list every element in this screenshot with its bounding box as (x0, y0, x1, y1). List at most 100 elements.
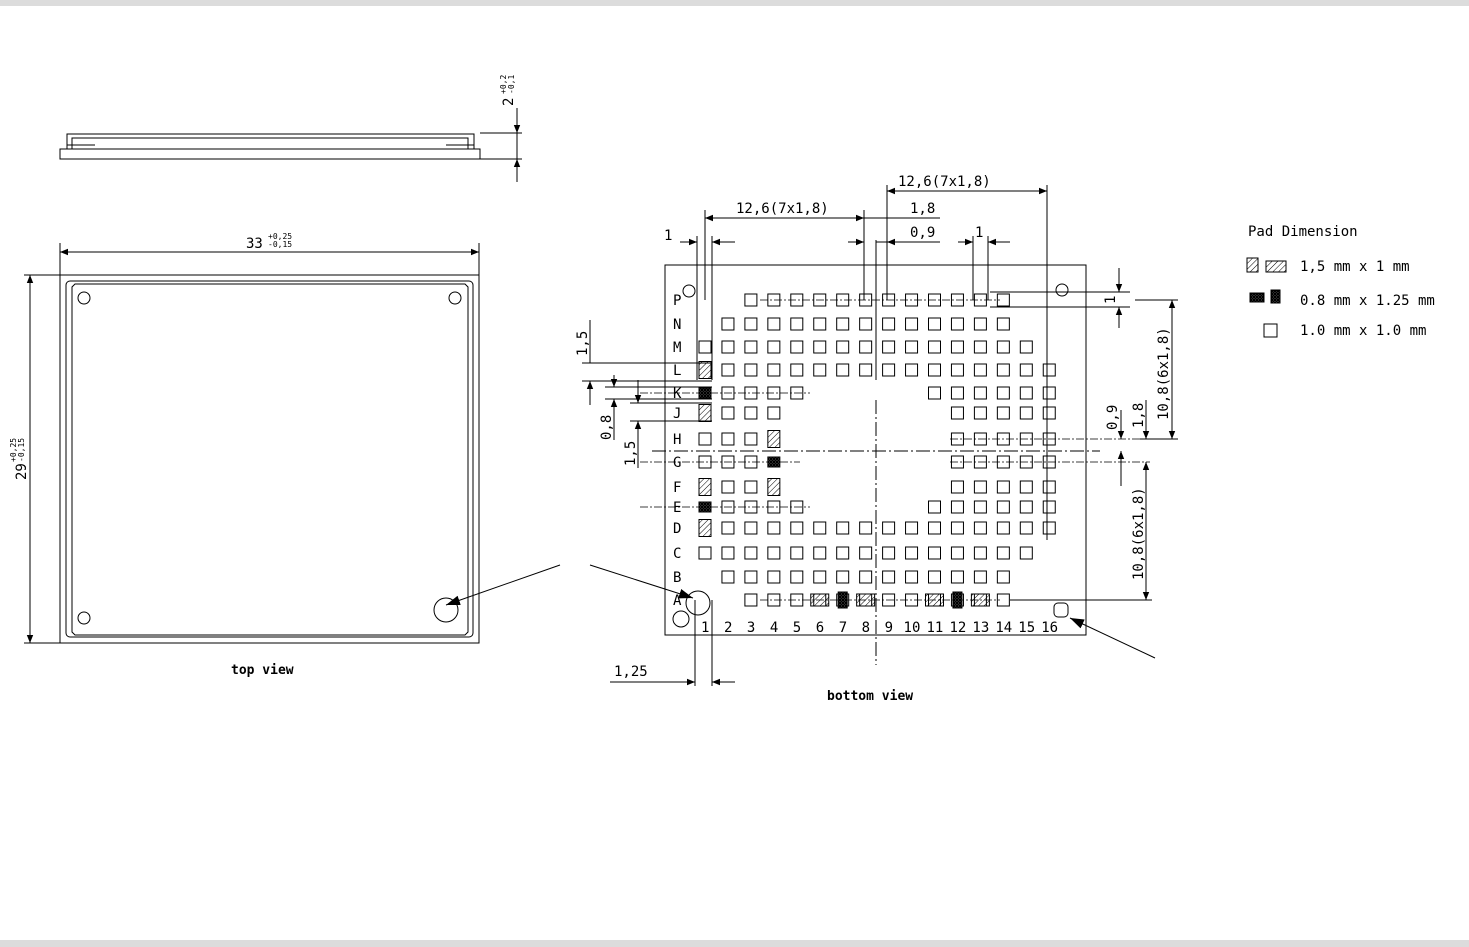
legend-item-2: 0.8 mm x 1.25 mm (1300, 293, 1435, 309)
column-label-14: 14 (995, 620, 1012, 636)
row-label-N: N (673, 317, 681, 333)
pad-E15 (1020, 501, 1032, 513)
pad-M15 (1020, 341, 1032, 353)
pad-E12 (951, 501, 963, 513)
top-view: 33 +0,25 -0,15 29 +0,25 -0,15 top view (9, 232, 479, 678)
pad-B11 (929, 571, 941, 583)
pad-B4 (768, 571, 780, 583)
pad-C13 (974, 547, 986, 559)
pad-N7 (837, 318, 849, 330)
pad-D14 (997, 522, 1009, 534)
pad-K15 (1020, 387, 1032, 399)
pad-D12 (951, 522, 963, 534)
one-left-label: 1 (664, 228, 672, 244)
pad-B12 (951, 571, 963, 583)
top-view-caption: top view (231, 663, 294, 678)
pad-N5 (791, 318, 803, 330)
pad-F15 (1020, 481, 1032, 493)
row-label-F: F (673, 480, 681, 496)
pad-F14 (997, 481, 1009, 493)
pad-H3 (745, 433, 757, 445)
row-label-C: C (673, 546, 681, 562)
pad-N4 (768, 318, 780, 330)
pad-L8 (860, 364, 872, 376)
left-1-5-a-label: 1,5 (575, 331, 591, 356)
pad-F2 (722, 481, 734, 493)
column-label-1: 1 (701, 620, 709, 636)
pad-B2 (722, 571, 734, 583)
pad-F1 (699, 479, 711, 496)
pad-M8 (860, 341, 872, 353)
height-label: 29 (14, 463, 30, 480)
pad-C7 (837, 547, 849, 559)
right-one-label: 1 (1103, 296, 1119, 304)
pad-D7 (837, 522, 849, 534)
column-label-11: 11 (927, 620, 944, 636)
pad-M4 (768, 341, 780, 353)
legend-title: Pad Dimension (1248, 224, 1358, 240)
pad-H4 (768, 431, 780, 448)
pad-C12 (951, 547, 963, 559)
pad-M6 (814, 341, 826, 353)
pad-L9 (883, 364, 895, 376)
pad-L6 (814, 364, 826, 376)
column-label-13: 13 (972, 620, 989, 636)
pad-K14 (997, 387, 1009, 399)
bottom-view-pin1-marker (686, 591, 710, 615)
pad-N6 (814, 318, 826, 330)
pad-F12 (951, 481, 963, 493)
pad-B3 (745, 571, 757, 583)
pad-N2 (722, 318, 734, 330)
pitch-0-9-label: 0,9 (910, 225, 935, 241)
pad-L16 (1043, 364, 1055, 376)
pad-D9 (883, 522, 895, 534)
pad-C14 (997, 547, 1009, 559)
pad-C6 (814, 547, 826, 559)
pad-B9 (883, 571, 895, 583)
row-label-B: B (673, 570, 681, 586)
pad-K13 (974, 387, 986, 399)
row-label-K: K (673, 386, 682, 402)
height-tol-minus: -0,15 (17, 438, 26, 462)
pad-D15 (1020, 522, 1032, 534)
row-label-A: A (673, 593, 682, 609)
column-label-9: 9 (885, 620, 893, 636)
legend-hatch-pad-wide-icon (1266, 261, 1286, 272)
pad-B5 (791, 571, 803, 583)
pad-C3 (745, 547, 757, 559)
side-view: 2 +0,2 -0,1 (60, 75, 522, 182)
pad-J16 (1043, 407, 1055, 419)
row-label-M: M (673, 340, 681, 356)
pad-M11 (929, 341, 941, 353)
side-height-label: 2 (501, 98, 517, 106)
pad-K12 (951, 387, 963, 399)
pad-E14 (997, 501, 1009, 513)
column-label-3: 3 (747, 620, 755, 636)
side-height-tol-minus: -0,1 (507, 75, 516, 94)
pad-D1 (699, 520, 711, 537)
pin1-arrow-top (446, 565, 560, 605)
pad-J14 (997, 407, 1009, 419)
column-labels: 12345678910111213141516 (701, 620, 1058, 636)
pad-J1 (699, 405, 711, 422)
pad-J12 (951, 407, 963, 419)
pad-F3 (745, 481, 757, 493)
column-label-15: 15 (1018, 620, 1035, 636)
pad-C15 (1020, 547, 1032, 559)
pad-M7 (837, 341, 849, 353)
pad-J3 (745, 407, 757, 419)
pad-C8 (860, 547, 872, 559)
pad-J15 (1020, 407, 1032, 419)
column-label-6: 6 (816, 620, 824, 636)
row-label-G: G (673, 455, 681, 471)
column-label-10: 10 (904, 620, 921, 636)
pad-A3 (745, 594, 757, 606)
pad-E16 (1043, 501, 1055, 513)
top-right-span-label: 12,6(7x1,8) (898, 174, 991, 190)
pad-N3 (745, 318, 757, 330)
legend-item-1: 1,5 mm x 1 mm (1300, 259, 1410, 275)
column-label-7: 7 (839, 620, 847, 636)
corner-arrow (1070, 618, 1155, 658)
